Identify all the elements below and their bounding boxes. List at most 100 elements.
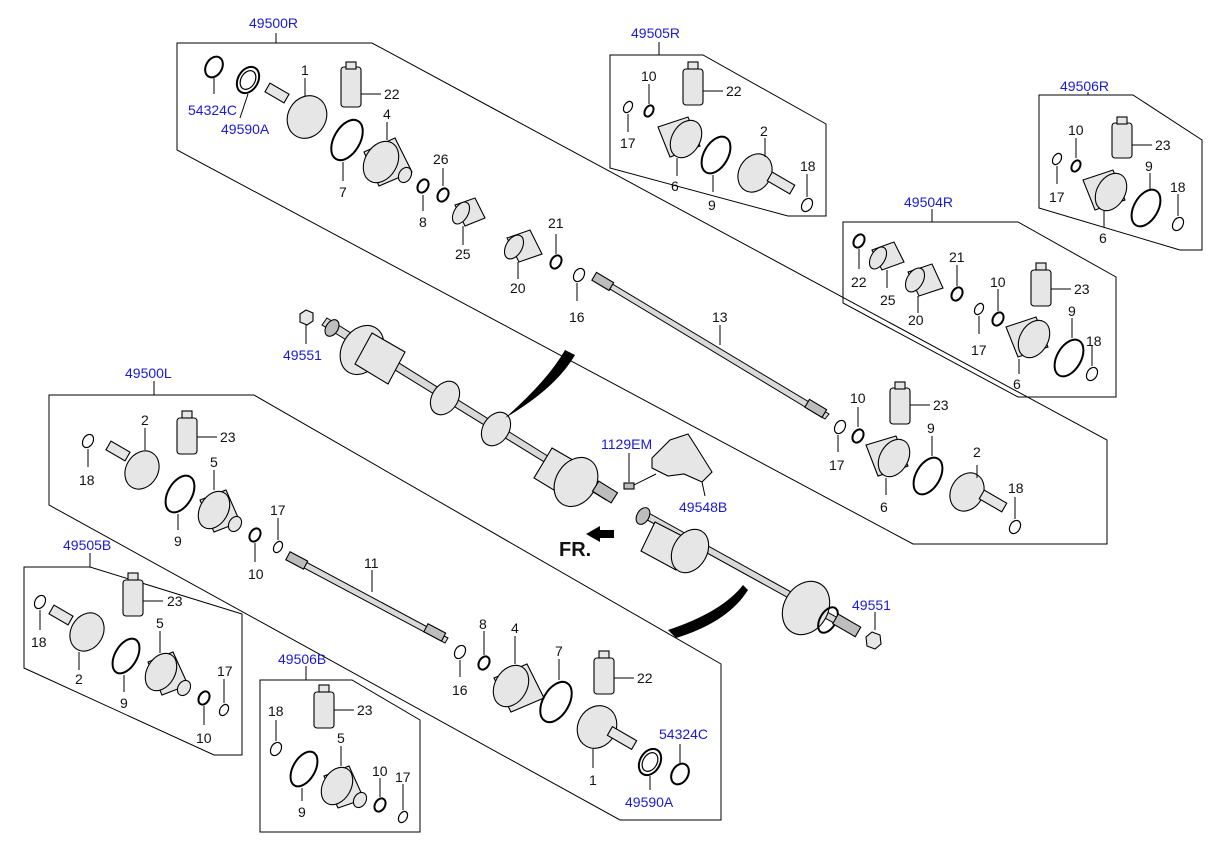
clamp-s4-22	[852, 233, 866, 249]
assembly-label-49506R[interactable]: 49506R	[1060, 78, 1109, 94]
frame-49500L	[48, 394, 722, 821]
frame-49504R	[842, 221, 1117, 398]
clamp-s4-10	[991, 311, 1005, 327]
callout-s5-10: 10	[641, 68, 657, 84]
direction-arrow	[586, 526, 614, 542]
part-link-1129EM[interactable]: 1129EM	[601, 436, 652, 452]
part-link-49590A-bottom[interactable]: 49590A	[625, 794, 674, 810]
clamp-s5-9	[700, 135, 732, 175]
callout-l-8: 8	[479, 616, 487, 632]
assembly-label-49500R[interactable]: 49500R	[249, 15, 298, 31]
circlip-rr-17	[833, 419, 847, 435]
callout-l-22: 22	[637, 670, 653, 686]
callout-rr-18: 18	[1008, 480, 1024, 496]
callout-s4-6: 6	[1013, 376, 1021, 392]
direction-label-fr: FR.	[559, 539, 591, 561]
callout-b5-23: 23	[167, 593, 183, 609]
callout-rr-6: 6	[880, 499, 888, 515]
part-link-54324C-top[interactable]: 54324C	[188, 102, 237, 118]
damper-r-25	[451, 197, 486, 227]
callout-s4-25: 25	[880, 292, 896, 308]
leader-49590a-top	[239, 93, 249, 119]
nut-49551-left	[299, 309, 314, 326]
boot-rr-6	[865, 435, 911, 478]
callout-b5-5: 5	[156, 615, 164, 631]
callout-l-10: 10	[248, 566, 264, 582]
callout-l-18: 18	[79, 472, 95, 488]
clamp-s4-21	[950, 286, 964, 302]
callout-s4-17: 17	[971, 342, 987, 358]
assembly-label-49505R[interactable]: 49505R	[631, 25, 680, 41]
circlip-b6-17	[397, 810, 409, 824]
frame-49506R	[1038, 94, 1203, 251]
grease-tube-l-22	[593, 657, 615, 695]
washer-54324c-top	[204, 55, 224, 79]
assembly-label-49505B[interactable]: 49505B	[63, 537, 111, 553]
boot-b6-5	[320, 765, 368, 809]
nut-49551-right	[865, 631, 882, 650]
assembled-shaft-right	[321, 317, 619, 508]
callout-r-22: 22	[384, 86, 400, 102]
grease-tube-rr-23	[889, 387, 911, 425]
grease-tube-cap-b6-23	[318, 684, 330, 693]
boot-s6-6	[1082, 169, 1128, 212]
callout-b5-17: 17	[217, 663, 233, 679]
part-link-49590A-top[interactable]: 49590A	[221, 121, 270, 137]
circlip-l-17	[272, 540, 284, 554]
assembly-label-49500L[interactable]: 49500L	[125, 365, 172, 381]
grease-tube-s5-22	[682, 68, 704, 106]
assembly-label-49504R[interactable]: 49504R	[904, 194, 953, 210]
callout-s5-2: 2	[760, 123, 768, 139]
callout-s4-18: 18	[1086, 333, 1102, 349]
grease-tube-cap-l-23	[181, 410, 193, 419]
callout-s4-23: 23	[1074, 281, 1090, 297]
callout-r-16: 16	[569, 309, 585, 325]
clamp-rr-10	[851, 428, 865, 444]
callout-b6-10: 10	[372, 763, 388, 779]
clamp-s5-10	[643, 104, 655, 118]
callout-s4-22: 22	[851, 274, 867, 290]
grease-tube-cap-l-22	[598, 650, 610, 659]
frame-49500R	[176, 42, 1108, 545]
callout-s6-6: 6	[1099, 230, 1107, 246]
callout-l-5: 5	[210, 454, 218, 470]
washer-54324c-bot	[670, 762, 690, 786]
callout-rr-2: 2	[973, 444, 981, 460]
callout-b6-18: 18	[268, 703, 284, 719]
clamp-l-9	[164, 474, 196, 514]
grease-tube-cap-b5-23	[127, 572, 139, 581]
callout-r-26: 26	[433, 151, 449, 167]
callout-s6-10: 10	[1068, 122, 1084, 138]
curved-separator-bottom	[668, 585, 748, 638]
damper-s4-25	[868, 241, 905, 271]
callout-s6-9: 9	[1145, 158, 1153, 174]
grease-tube-l-23	[176, 417, 198, 455]
circlip-l-16	[453, 644, 467, 660]
clamp-r-8	[416, 178, 430, 194]
part-link-49551-left[interactable]: 49551	[283, 347, 322, 363]
boot-b5-5	[144, 651, 192, 697]
clamp-r-7	[330, 118, 364, 162]
callout-r-25: 25	[455, 246, 471, 262]
callout-l-4: 4	[511, 620, 519, 636]
part-link-54324C-bottom[interactable]: 54324C	[659, 726, 708, 742]
part-link-49551-right[interactable]: 49551	[852, 597, 891, 613]
part-link-49548B[interactable]: 49548B	[679, 499, 727, 515]
callout-s5-6: 6	[671, 178, 679, 194]
circlip-b6-18	[269, 741, 283, 757]
callout-s5-9: 9	[708, 197, 716, 213]
clamp-b6-9	[289, 750, 319, 788]
clamp-b6-10	[373, 797, 387, 813]
curved-separator-top	[505, 350, 575, 418]
callout-l-9: 9	[174, 533, 182, 549]
callout-b6-23: 23	[357, 702, 373, 718]
callout-rr-23: 23	[933, 397, 949, 413]
tone-ring-49590a-top	[235, 65, 261, 95]
callout-r-13: 13	[712, 309, 728, 325]
circlip-s4-17	[973, 302, 985, 316]
bolt-1129EM	[623, 482, 635, 490]
grease-tube-cap-r-22	[345, 61, 357, 70]
boot-l-5	[197, 489, 243, 533]
assembly-label-49506B[interactable]: 49506B	[278, 651, 326, 667]
